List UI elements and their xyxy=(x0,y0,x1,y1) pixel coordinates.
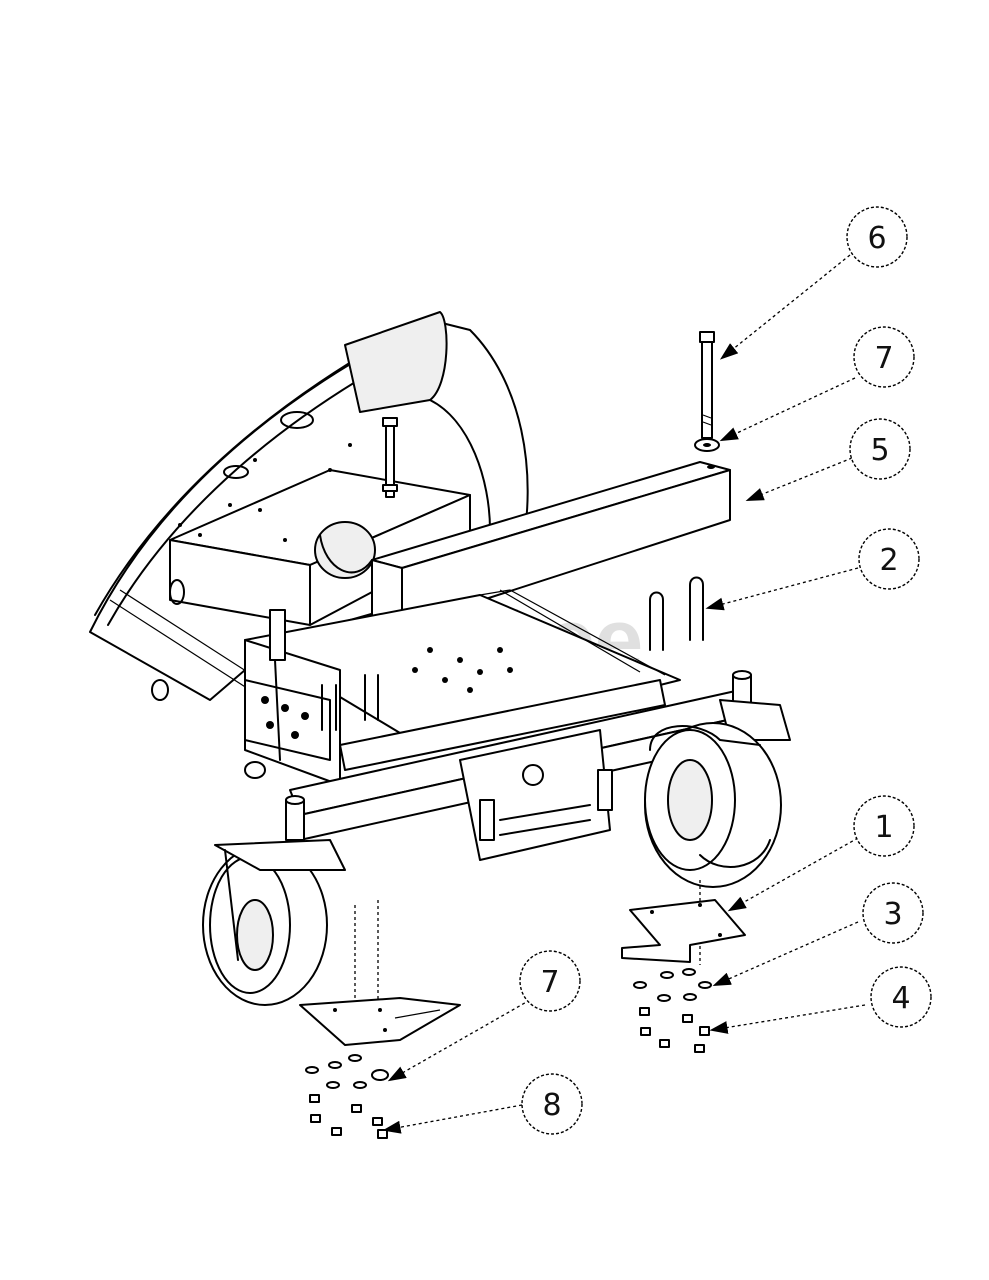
svg-text:3: 3 xyxy=(883,897,902,932)
callout-3: 3 xyxy=(862,882,924,944)
washers-left xyxy=(305,1054,389,1089)
svg-text:4: 4 xyxy=(891,981,910,1016)
callout-7-bottom: 7 xyxy=(519,950,581,1012)
svg-text:1: 1 xyxy=(874,810,893,845)
caster-wheel-right xyxy=(644,722,782,888)
svg-text:5: 5 xyxy=(870,433,889,468)
callout-4: 4 xyxy=(870,966,932,1028)
svg-text:7: 7 xyxy=(874,341,893,376)
caster-wheel-left xyxy=(202,839,346,1006)
callout-2: 2 xyxy=(858,528,920,590)
mounting-plate-left xyxy=(299,997,461,1046)
bolt-long xyxy=(699,331,715,439)
callout-1: 1 xyxy=(853,795,915,857)
nuts-left xyxy=(309,1094,388,1139)
svg-text:2: 2 xyxy=(879,543,898,578)
callout-7-top: 7 xyxy=(853,326,915,388)
deck-bolt xyxy=(382,417,398,498)
caster-yoke-left xyxy=(285,795,305,841)
square-tube-bar xyxy=(371,461,731,627)
u-bolts xyxy=(649,576,704,651)
nuts-right xyxy=(639,1007,710,1053)
mounting-plate-right xyxy=(621,899,746,963)
callout-8: 8 xyxy=(521,1073,583,1135)
washer-top xyxy=(694,438,720,452)
callout-6: 6 xyxy=(846,206,908,268)
svg-text:6: 6 xyxy=(867,221,886,256)
leader-lines xyxy=(382,254,866,1134)
svg-text:7: 7 xyxy=(540,965,559,1000)
svg-text:8: 8 xyxy=(542,1088,561,1123)
callout-5: 5 xyxy=(849,418,911,480)
washers-right xyxy=(633,968,712,1002)
